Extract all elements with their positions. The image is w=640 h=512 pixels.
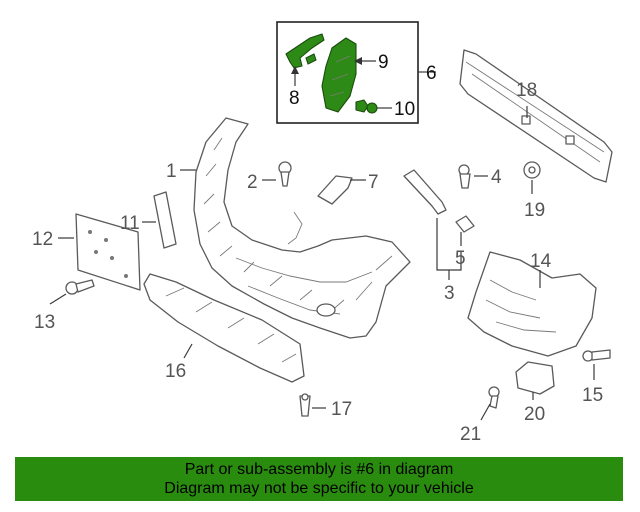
callout-4: 4 xyxy=(491,167,502,188)
license-bracket-12[interactable] xyxy=(75,213,141,291)
bolt-4[interactable] xyxy=(458,164,471,189)
callout-19: 19 xyxy=(524,200,545,221)
bracket-20[interactable] xyxy=(515,361,555,395)
callout-6: 6 xyxy=(426,63,437,84)
callout-16: 16 xyxy=(165,361,186,382)
callout-15: 15 xyxy=(582,385,603,406)
bolt-13[interactable] xyxy=(65,279,95,295)
callout-21: 21 xyxy=(460,424,481,445)
bracket-7[interactable] xyxy=(317,175,353,205)
absorber-16[interactable] xyxy=(143,273,305,383)
callout-8: 8 xyxy=(289,88,300,109)
nut-19[interactable] xyxy=(523,161,541,179)
subassembly-6-box[interactable] xyxy=(276,21,419,124)
clip-15[interactable] xyxy=(582,349,611,362)
callout-20: 20 xyxy=(524,404,545,425)
callout-18: 18 xyxy=(516,80,537,101)
callout-10: 10 xyxy=(394,99,415,120)
side-bracket-14[interactable] xyxy=(467,251,597,357)
callout-3: 3 xyxy=(444,283,455,304)
callout-11: 11 xyxy=(120,213,140,234)
banner-line-2: Diagram may not be specific to your vehi… xyxy=(164,480,474,497)
clip-5[interactable] xyxy=(455,215,475,233)
reinforcement-18[interactable] xyxy=(459,49,613,183)
callout-7: 7 xyxy=(368,172,379,193)
leader-lines xyxy=(49,71,595,421)
callout-numbers: 1 2 3 4 5 6 7 8 9 10 11 12 13 14 15 16 1… xyxy=(32,52,603,445)
clip-17[interactable] xyxy=(299,393,311,417)
callout-14: 14 xyxy=(530,251,552,272)
banner-line-1: Part or sub-assembly is #6 in diagram xyxy=(184,461,454,478)
callout-13: 13 xyxy=(34,312,55,333)
strip-11[interactable] xyxy=(153,191,177,249)
callout-1: 1 xyxy=(166,161,177,182)
bumper-cover[interactable] xyxy=(193,117,411,339)
bracket-3[interactable] xyxy=(403,169,447,215)
info-banner: Part or sub-assembly is #6 in diagram Di… xyxy=(15,457,623,501)
callout-12: 12 xyxy=(32,229,53,250)
callout-5: 5 xyxy=(455,248,466,269)
callout-9: 9 xyxy=(378,52,389,73)
parts-diagram: 1 2 3 4 5 6 7 8 9 10 11 12 13 14 15 16 1… xyxy=(32,21,613,445)
screw-2[interactable] xyxy=(278,161,292,187)
callout-2: 2 xyxy=(247,172,258,193)
callout-17: 17 xyxy=(331,399,352,420)
screw-21[interactable] xyxy=(488,386,500,409)
